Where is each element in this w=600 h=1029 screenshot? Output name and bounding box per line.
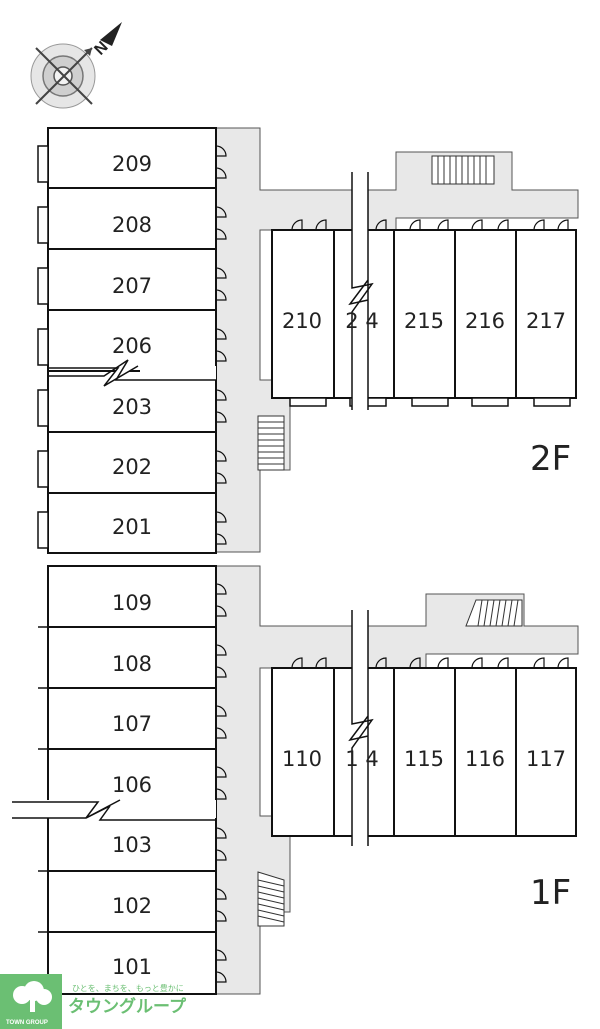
floor-label-1f: 1F xyxy=(530,873,571,913)
stairs-2f-top xyxy=(431,155,495,185)
room-label: 101 xyxy=(112,955,152,979)
stairs-1f-top xyxy=(465,599,523,627)
break-line-2f-right xyxy=(351,172,374,410)
doors-left-1f xyxy=(215,583,227,983)
room-label: 109 xyxy=(112,591,152,615)
room-label: 110 xyxy=(282,747,322,771)
room-label: 106 xyxy=(112,773,152,797)
town-group-logo: TOWN GROUP ひとを、まちを、もっと豊かに タウングループ xyxy=(0,974,187,1029)
stairs-1f-left xyxy=(257,871,285,927)
room-label: 117 xyxy=(526,747,566,771)
room-label: 1 4 xyxy=(345,747,378,771)
room-label: 201 xyxy=(112,515,152,539)
doors-right-1f xyxy=(291,657,569,669)
doors-left-2f xyxy=(215,145,227,545)
stairs-2f-left xyxy=(257,415,285,471)
room-label: 207 xyxy=(112,274,152,298)
floor-2f: 209 208 207 206 203 202 201 210 2 4 215 … xyxy=(37,127,579,554)
room-label: 209 xyxy=(112,152,152,176)
balconies-right-2f xyxy=(289,397,571,407)
room-label: 210 xyxy=(282,309,322,333)
room-label: 102 xyxy=(112,894,152,918)
logo-english: TOWN GROUP xyxy=(6,1020,48,1026)
room-label: 116 xyxy=(465,747,505,771)
room-label: 208 xyxy=(112,213,152,237)
break-line-1f-right xyxy=(351,610,374,846)
floor-1f: 109 108 107 106 103 102 101 110 1 4 115 … xyxy=(12,565,579,995)
balconies-2f xyxy=(37,145,49,549)
compass-icon: N xyxy=(30,22,122,109)
room-label: 103 xyxy=(112,833,152,857)
room-label: 215 xyxy=(404,309,444,333)
floor-label-2f: 2F xyxy=(530,439,571,479)
room-label: 115 xyxy=(404,747,444,771)
room-label: 217 xyxy=(526,309,566,333)
room-label: 2 4 xyxy=(345,309,378,333)
room-label: 216 xyxy=(465,309,505,333)
doors-right-2f xyxy=(291,219,569,231)
tree-icon xyxy=(13,981,52,1012)
logo-tagline: ひとを、まちを、もっと豊かに xyxy=(72,983,184,993)
left-rooms-2f xyxy=(47,127,217,554)
left-rooms-1f xyxy=(47,565,217,995)
room-label: 203 xyxy=(112,395,152,419)
logo-japanese: タウングループ xyxy=(68,996,187,1017)
break-line-2f-left xyxy=(48,365,139,387)
room-label: 202 xyxy=(112,455,152,479)
room-label: 206 xyxy=(112,334,152,358)
room-label: 108 xyxy=(112,652,152,676)
room-label: 107 xyxy=(112,712,152,736)
